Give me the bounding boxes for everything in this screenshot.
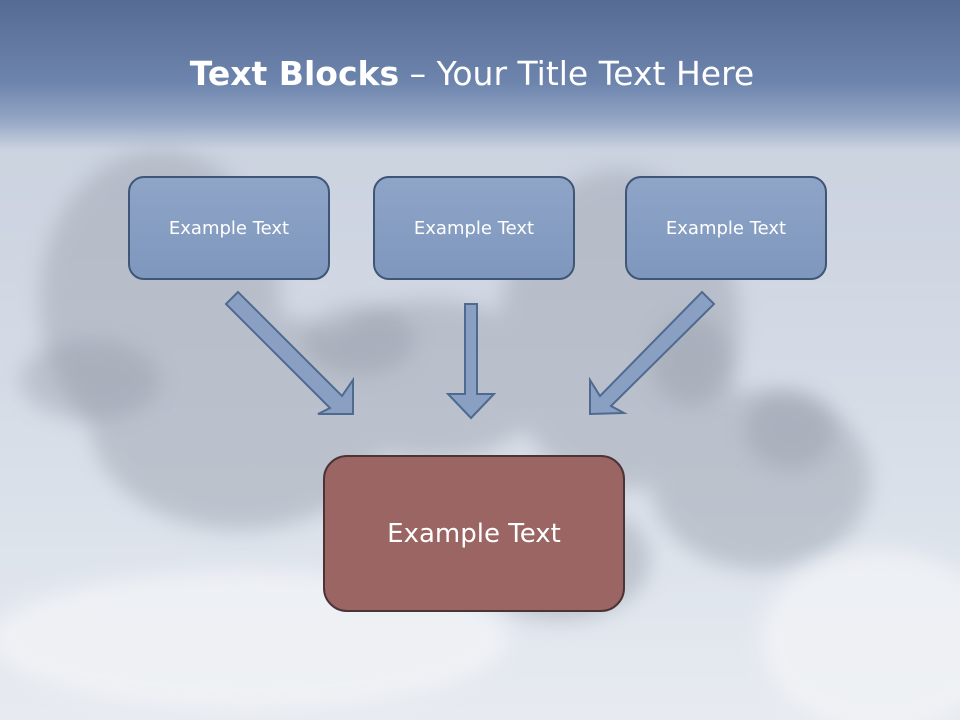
title-bold-part: Text Blocks — [189, 54, 400, 93]
result-box-label: Example Text — [387, 518, 561, 549]
slide-title: Text Blocks – Your Title Text Here — [0, 52, 944, 96]
text-box-3-label: Example Text — [665, 217, 787, 239]
text-box-2[interactable]: Example Text — [373, 176, 575, 280]
text-box-1-label: Example Text — [168, 217, 290, 239]
title-text-part: Your Title Text Here — [436, 54, 755, 93]
arrow-right — [589, 290, 716, 416]
text-box-1[interactable]: Example Text — [128, 176, 330, 280]
text-box-3[interactable]: Example Text — [625, 176, 827, 280]
arrow-center — [445, 303, 497, 420]
arrow-left — [224, 290, 354, 415]
result-box[interactable]: Example Text — [323, 455, 625, 612]
text-box-2-label: Example Text — [413, 217, 535, 239]
title-dash: – — [399, 54, 437, 93]
title-bar: Text Blocks – Your Title Text Here — [0, 0, 960, 150]
